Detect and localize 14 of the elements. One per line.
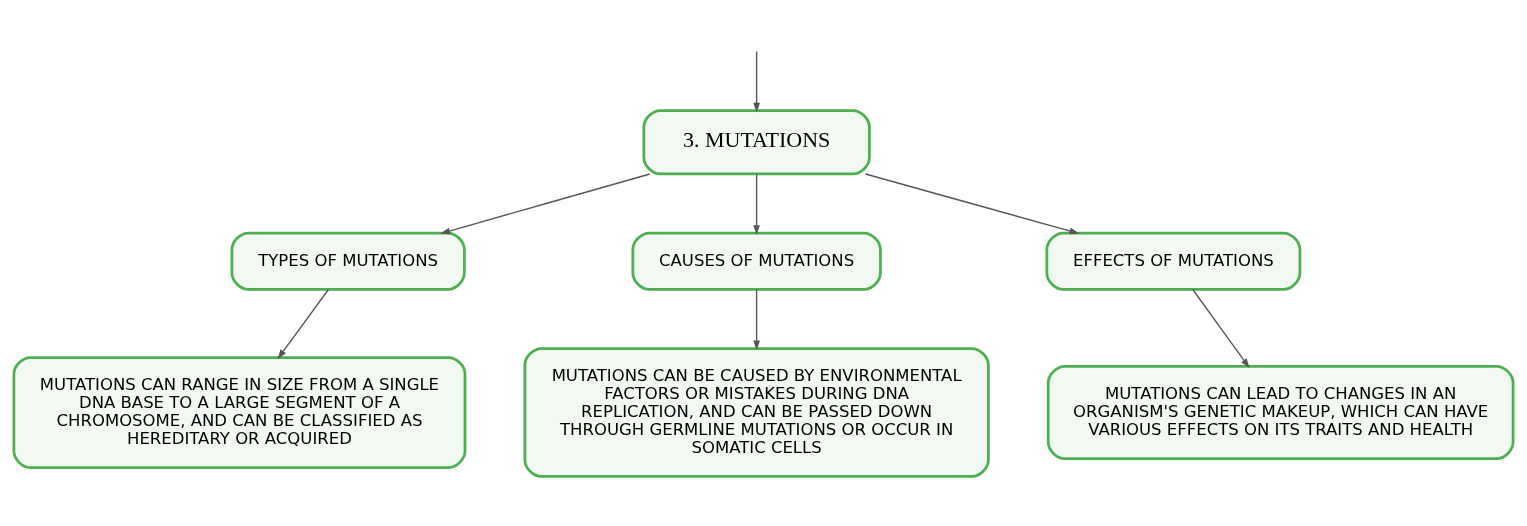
node-box: MUTATIONS CAN RANGE IN SIZE FROM A SINGLE DNA BASE TO A LARGE SEGMENT OF A CHROMOSOME, AND CAN BE CLASSIFIED AS HEREDITARY OR ACQUIRED <box>12 355 467 469</box>
arrow <box>277 288 330 359</box>
arrow <box>753 288 760 350</box>
node-box: MUTATIONS CAN BE CAUSED BY ENVIRONMENTAL FACTORS OR MISTAKES DURING DNA REPLICATION, AND CAN BE PASSED DOWN THROUGH GERMLINE MUTATIONS OR OCCUR IN SOMATIC CELLS <box>523 346 990 478</box>
arrow <box>864 172 1080 234</box>
arrow <box>753 173 760 235</box>
arrow <box>440 172 651 234</box>
node-box: TYPES OF MUTATIONS <box>230 231 466 291</box>
arrow <box>753 50 760 113</box>
arrow <box>1192 288 1250 368</box>
node-box: 3. MUTATIONS <box>642 108 871 175</box>
node-box: EFFECTS OF MUTATIONS <box>1045 231 1302 291</box>
node-box: CAUSES OF MUTATIONS <box>631 231 882 291</box>
node-box: MUTATIONS CAN LEAD TO CHANGES IN AN ORGANISM'S GENETIC MAKEUP, WHICH CAN HAVE VARIOUS EFFECTS ON ITS TRAITS AND HEALTH <box>1046 364 1515 460</box>
